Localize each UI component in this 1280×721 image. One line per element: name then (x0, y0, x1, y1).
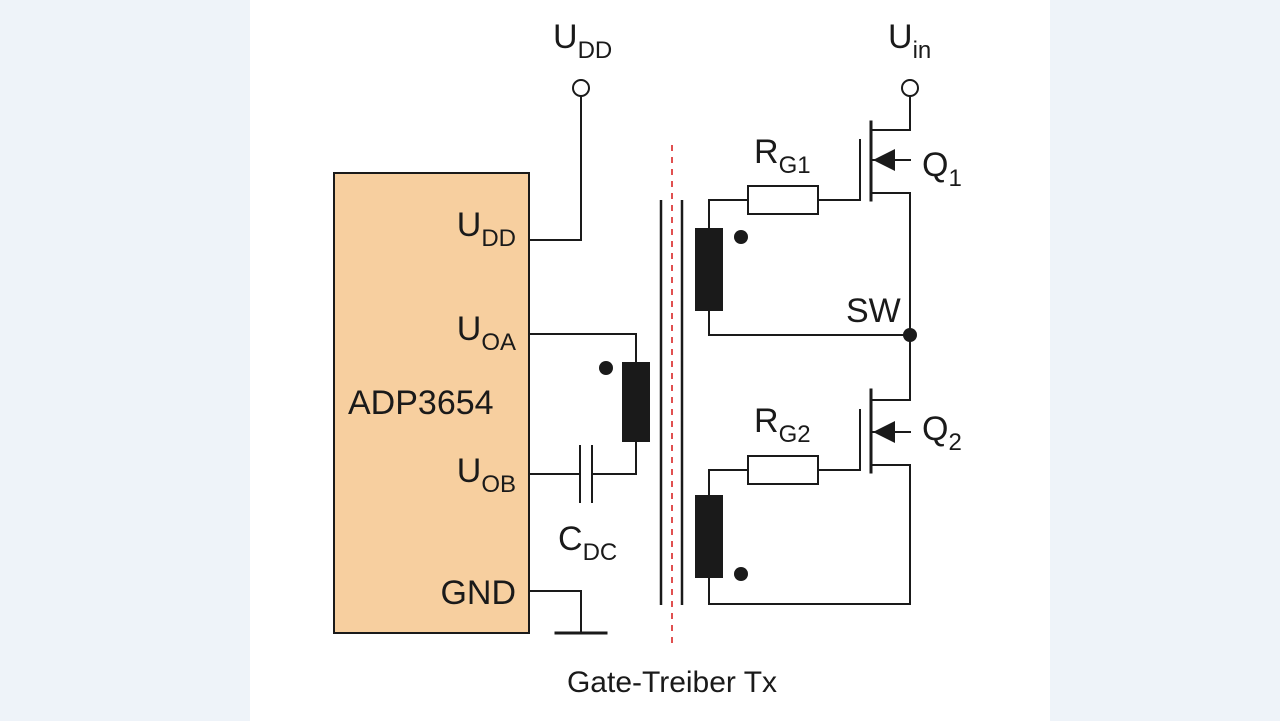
chip-name: ADP3654 (348, 384, 494, 422)
sw-node-label: SW (846, 292, 901, 330)
resistor-rg2 (747, 455, 819, 485)
q2-arrow-icon (873, 421, 895, 443)
secondary-winding-2 (695, 495, 723, 578)
uob-wire-right (591, 441, 637, 475)
secondary-2-polarity-dot (734, 567, 748, 581)
capacitor-label: CDC (558, 520, 617, 566)
q1-source-wire (870, 192, 911, 336)
rg1-label: RG1 (754, 133, 811, 179)
sec2-top-wire (708, 469, 749, 496)
rg2-to-q2-gate (817, 409, 861, 471)
q1-label: Q1 (922, 146, 962, 192)
transformer-caption: Gate-Treiber Tx (567, 666, 777, 699)
udd-supply-label: UDD (553, 18, 612, 64)
q2-source-wire (708, 464, 911, 605)
pin-udd-label: UDD (457, 206, 516, 252)
sec1-bottom-wire (708, 310, 911, 336)
udd-terminal (572, 79, 590, 97)
primary-winding (622, 362, 650, 442)
q2-drain-wire (870, 334, 911, 401)
uin-supply-label: Uin (888, 18, 931, 64)
secondary-winding-1 (695, 228, 723, 311)
adp3654-chip (333, 172, 530, 634)
q2-label: Q2 (922, 410, 962, 456)
uin-terminal (901, 79, 919, 97)
rg1-to-q1-gate (817, 139, 861, 201)
pin-uoa-label: UOA (457, 310, 516, 356)
secondary-1-polarity-dot (734, 230, 748, 244)
uoa-wire (528, 333, 637, 363)
resistor-rg1 (747, 185, 819, 215)
gnd-wire (528, 590, 582, 633)
pin-uob-label: UOB (457, 452, 516, 498)
q1-drain-wire (870, 95, 911, 131)
sec1-top-wire (708, 199, 749, 229)
q1-arrow-icon (873, 149, 895, 171)
rg2-label: RG2 (754, 402, 811, 448)
primary-polarity-dot (599, 361, 613, 375)
udd-wire (528, 95, 582, 241)
pin-gnd-label: GND (440, 574, 516, 612)
